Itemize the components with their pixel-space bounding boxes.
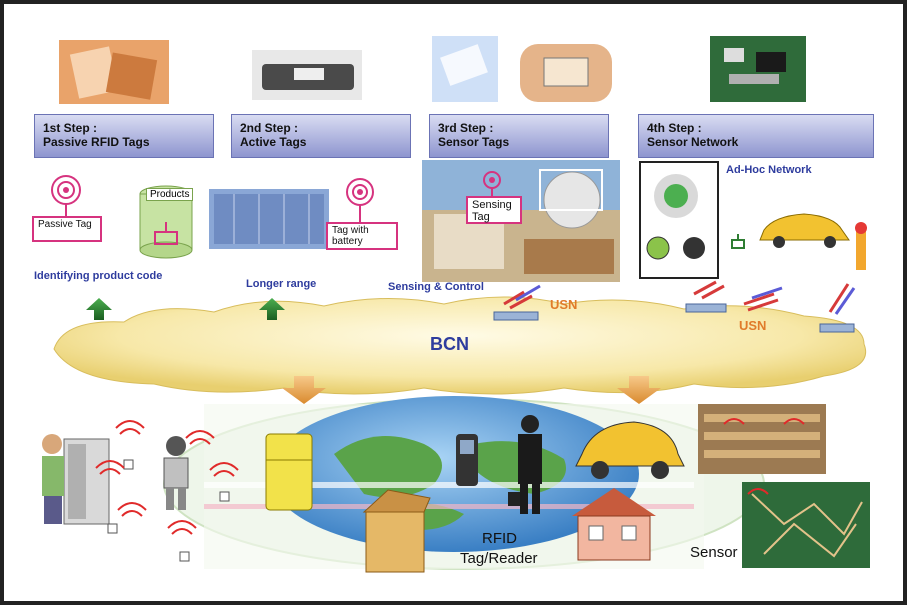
sensing-tag-label: Sensing Tag: [466, 196, 522, 224]
step-header-3: 3rd Step : Sensor Tags: [429, 114, 609, 158]
step-subtitle: Passive RFID Tags: [43, 135, 150, 149]
step-title: 1st Step :: [43, 121, 98, 135]
bcn-label: BCN: [430, 334, 469, 354]
step-subtitle: Sensor Network: [647, 135, 739, 149]
fridge-icon: [265, 433, 313, 511]
passive-tag-label: Passive Tag: [32, 216, 102, 242]
step-subtitle: Sensor Tags: [438, 135, 510, 149]
step-title: 2nd Step :: [240, 121, 299, 135]
tag-box: [107, 523, 118, 534]
sensing-control-label: Sensing & Control: [388, 281, 484, 293]
sensor-pole-icon: [855, 222, 867, 270]
globe: [269, 396, 639, 552]
rfid-label: RFID: [482, 530, 517, 547]
tag-with-battery-label: Tag with battery: [326, 222, 398, 250]
step-title: 4th Step :: [647, 121, 702, 135]
sensor-label: Sensor: [690, 544, 738, 561]
green-arrow-2: [259, 298, 285, 320]
step-subtitle: Active Tags: [240, 135, 307, 149]
usn-label-2: USN: [739, 318, 767, 333]
warehouse-photo: [698, 404, 826, 474]
step-title: 3rd Step :: [438, 121, 494, 135]
taxi-lower-icon: [575, 421, 685, 479]
usn-router-2: [685, 280, 727, 313]
step-header-2: 2nd Step : Active Tags: [231, 114, 411, 158]
wireless-signals: [95, 418, 805, 535]
rfid-tag-icon-3: [483, 171, 501, 200]
phone-icon: [456, 434, 478, 486]
usn-router-1: [493, 284, 541, 321]
tag-box: [219, 491, 230, 502]
rfid-tag-icon-2: [346, 178, 374, 224]
refrigerator-person: [42, 434, 110, 525]
usn-label-1: USN: [550, 297, 578, 312]
tag-box: [179, 551, 190, 562]
house-icon: [572, 488, 656, 561]
adhoc-network-label: Ad-Hoc Network: [726, 164, 812, 176]
taxi-icon: [759, 213, 850, 248]
sensor-network-photo: [742, 482, 870, 568]
businessman-icon: [508, 415, 542, 514]
rfid-tag-icon-1: [51, 175, 81, 218]
robot-icon: [163, 436, 189, 510]
identifying-label: Identifying product code: [34, 270, 163, 282]
longer-range-label: Longer range: [246, 278, 317, 290]
usn-signal-mid: [743, 286, 783, 312]
usn-router-3: [819, 283, 856, 333]
orange-arrow-1: [282, 376, 326, 404]
trash-bin-icon: [362, 489, 431, 573]
shipping-containers: [209, 189, 329, 249]
green-arrow-1: [86, 298, 112, 320]
diagram-graphics: [42, 36, 870, 573]
small-tag-icon: [731, 234, 745, 249]
products-label: Products: [146, 188, 194, 201]
tag-reader-label: Tag/Reader: [460, 550, 538, 567]
tag-box: [123, 459, 134, 470]
step-header-4: 4th Step : Sensor Network: [638, 114, 874, 158]
step-header-1: 1st Step : Passive RFID Tags: [34, 114, 214, 158]
orange-arrow-2: [617, 376, 661, 404]
